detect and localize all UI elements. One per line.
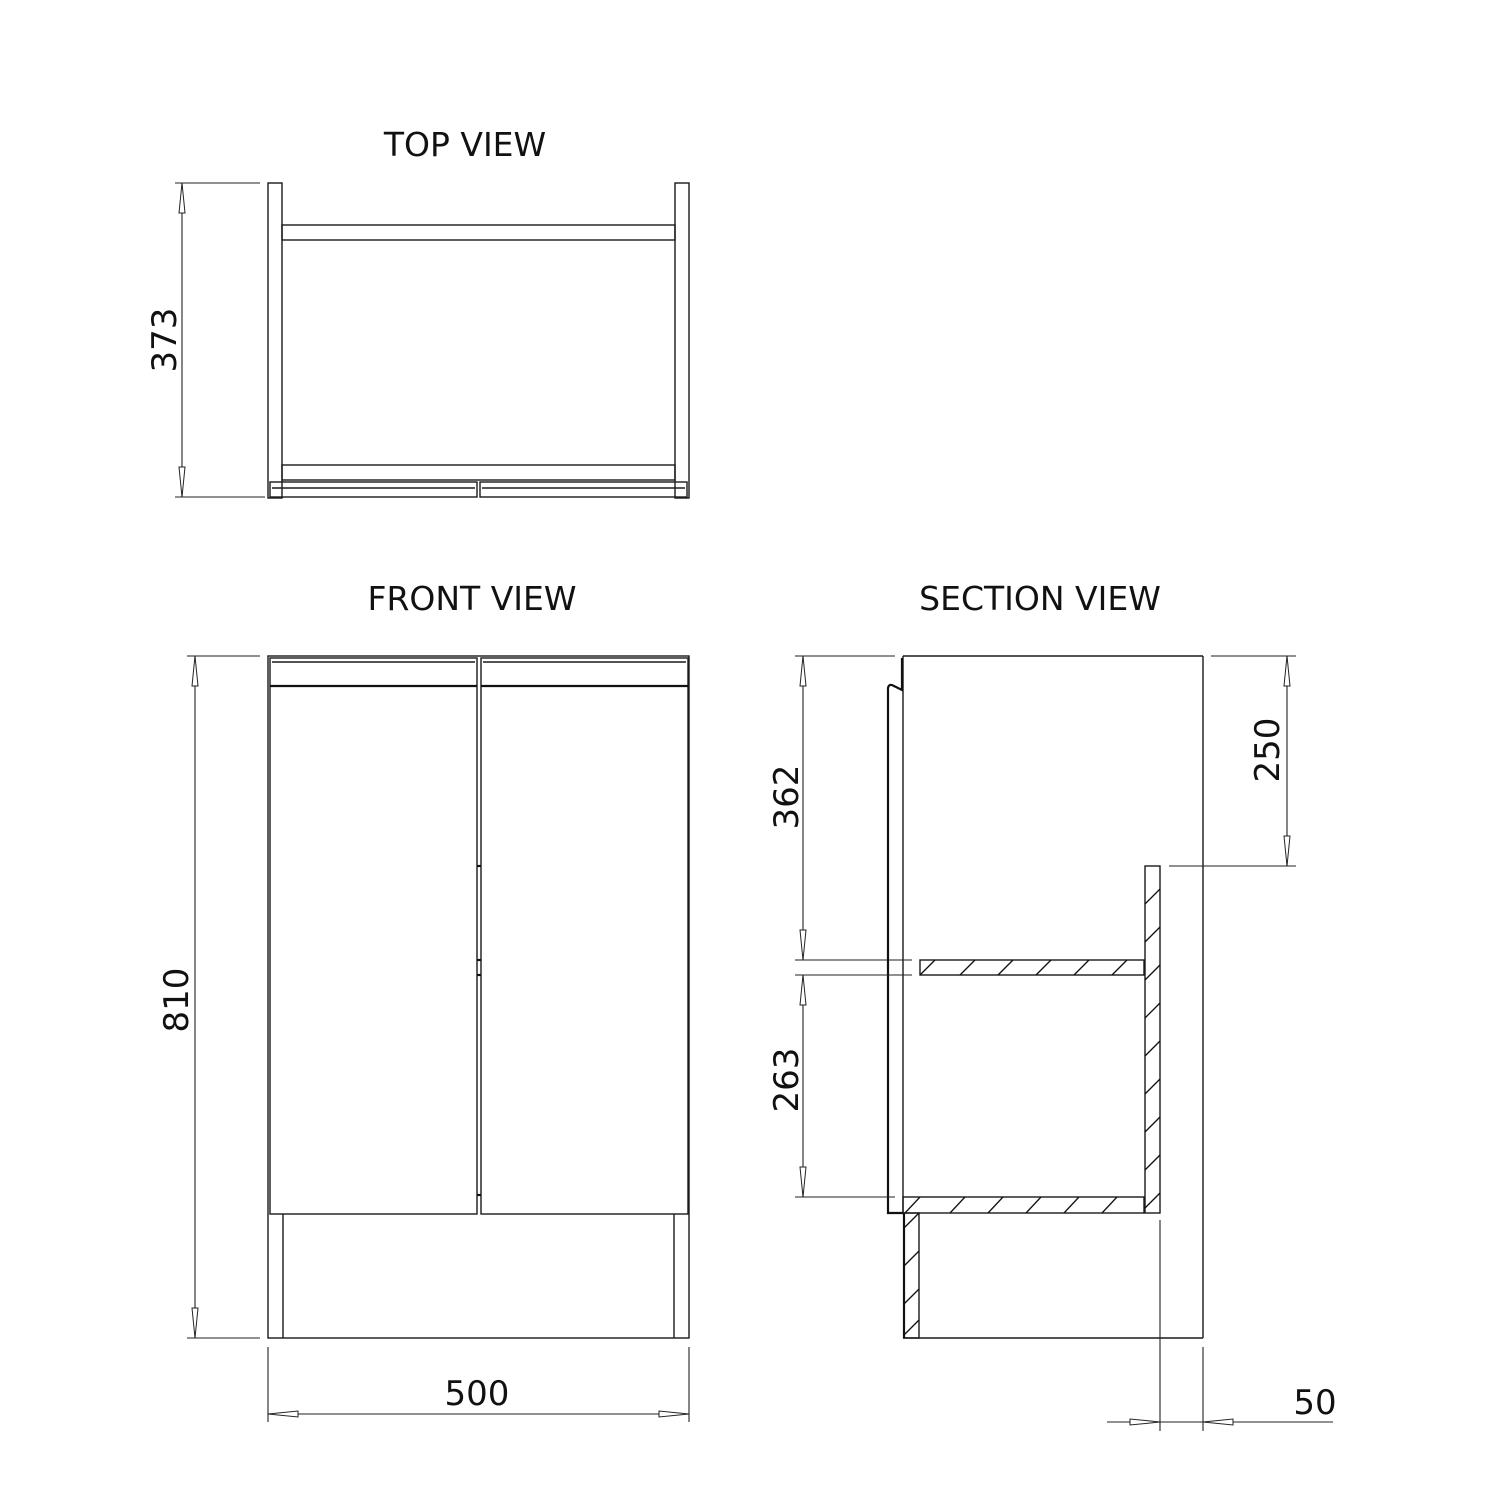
dimension-label-rear-cutout: 250 <box>1248 718 1288 783</box>
right-door <box>480 657 689 1215</box>
dimension-label-depth: 373 <box>145 308 185 373</box>
back-panel <box>1144 865 1161 1214</box>
top-view-title: TOP VIEW <box>383 125 546 164</box>
left-side-panel <box>267 182 283 499</box>
bottom-shelf <box>902 1196 1145 1214</box>
dimension-263: 263 <box>767 974 912 1198</box>
front-rail <box>281 464 676 481</box>
dimension-label-rear-setback: 50 <box>1293 1383 1336 1423</box>
dimension-label-width: 500 <box>445 1374 510 1414</box>
dimension-label-upper-opening: 362 <box>767 765 807 830</box>
right-side-panel <box>674 182 690 499</box>
left-door <box>269 657 478 1215</box>
dimension-373: 373 <box>145 182 265 498</box>
dimension-label-lower-opening: 263 <box>767 1048 807 1113</box>
front-view-title: FRONT VIEW <box>367 579 576 618</box>
dimension-label-height: 810 <box>157 968 197 1033</box>
middle-shelf <box>919 959 1145 976</box>
left-door-plan <box>269 481 478 498</box>
front-view: FRONT VIEW 810 <box>157 579 690 1422</box>
door-profile <box>886 658 904 1215</box>
dimension-50: 50 <box>1107 1220 1337 1431</box>
plinth <box>902 1212 920 1339</box>
dimension-500: 500 <box>267 1347 690 1422</box>
top-view: TOP VIEW 373 <box>145 125 690 499</box>
right-door-plan <box>479 481 688 498</box>
dimension-250: 250 <box>1169 655 1296 867</box>
section-view: SECTION VIEW <box>767 579 1337 1431</box>
back-rail <box>281 224 676 241</box>
section-view-title: SECTION VIEW <box>919 579 1161 618</box>
cabinet-outline <box>267 655 690 1339</box>
dimension-810: 810 <box>157 655 260 1339</box>
dimension-362: 362 <box>767 655 912 961</box>
